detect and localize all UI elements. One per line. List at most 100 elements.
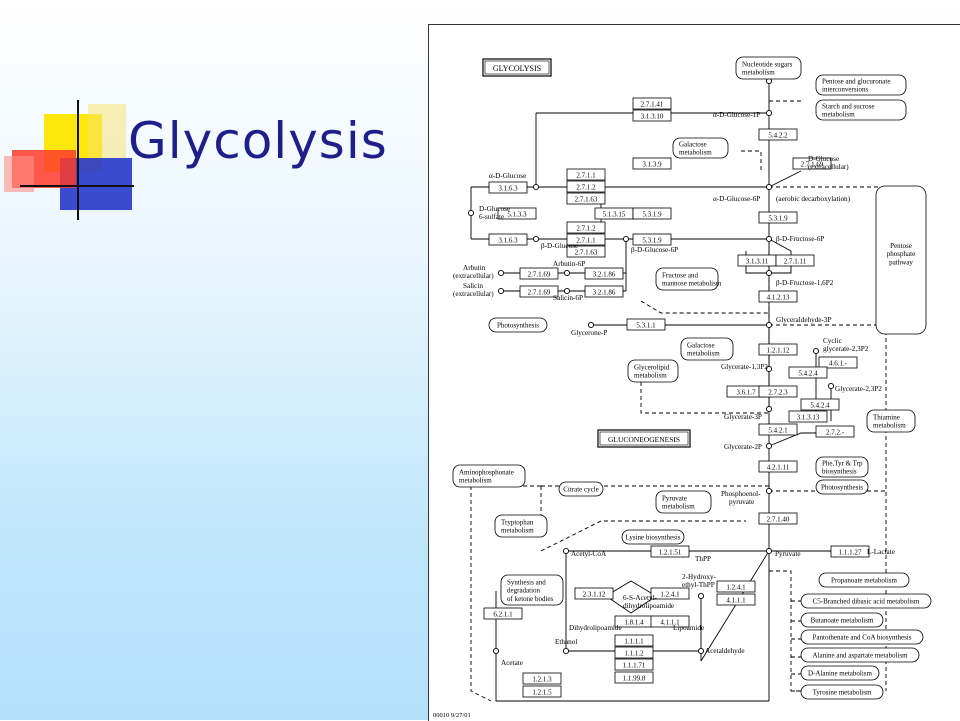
enzyme-label: 5.3.1.9 [642, 237, 662, 245]
enzyme-box: 4.2.1.11 [758, 460, 798, 473]
compound-label: glycerate-2,3P2 [823, 345, 869, 353]
compound-label: D-Glucose [479, 205, 510, 213]
enzyme-rect [626, 318, 666, 331]
enzyme-box: 2.7.1.2 [566, 221, 606, 234]
slide-title: Glycolysis [128, 112, 388, 170]
enzyme-box: 5.3.1.9 [632, 233, 672, 246]
compound-label: β-D-Fructose-1,6P2 [776, 279, 834, 287]
enzyme-rect [758, 385, 798, 398]
enzyme-label: 5.3.1.9 [768, 215, 788, 223]
pathway-label: Tyrosine metabolism [813, 689, 872, 697]
pathway-rect [800, 684, 884, 700]
compound-node [827, 382, 835, 390]
enzyme-box: 5.4.2.2 [758, 128, 798, 141]
enzyme-label: 2.7.1.63 [575, 196, 598, 204]
enzyme-box: 3.1.6.3 [488, 233, 528, 246]
pathway-rect [621, 529, 685, 545]
compound-label: dihydrolipoamide [623, 602, 674, 610]
enzyme-label: 3.2.1.86 [593, 289, 616, 297]
pathway-rect [735, 56, 802, 80]
enzyme-box: 5.4.2.4 [800, 398, 840, 411]
compound-label: 6-S-Acetyl- [623, 594, 658, 602]
enzyme-box: 1.1.1.71 [614, 658, 654, 671]
enzyme-label: 5.3.1.9 [642, 211, 662, 219]
pathway-label: Photosynthesis [821, 484, 863, 492]
pathway-label: Pyruvate [662, 495, 687, 503]
subtitle-box [597, 429, 691, 448]
enzyme-rect [519, 285, 559, 298]
enzyme-label: 3.1.6.3 [498, 185, 518, 193]
pathway-rect [655, 267, 719, 291]
pathway-rect [494, 514, 548, 538]
pathway-label: Tryptophan [501, 519, 534, 527]
enzyme-rect [614, 646, 654, 659]
compound-label: pyruvate [729, 498, 754, 506]
compound-label: β-D-Glucose-6P [631, 246, 678, 254]
compound-label: α-D-Glucose-1P [713, 111, 760, 119]
enzyme-label: 5.4.2.4 [798, 370, 818, 378]
pathway-label: Galactose [679, 141, 707, 149]
enzyme-label: 1.2.4.1 [660, 591, 680, 599]
compound-label: Salicin-6P [553, 294, 583, 302]
enzyme-label: 2.3.1.12 [583, 591, 606, 599]
pathway-label: metabolism [822, 111, 855, 119]
pathway-rect [800, 629, 924, 645]
compound-node [532, 235, 540, 243]
enzyme-rect [792, 157, 832, 170]
compound-label: ethyl-ThPP [682, 581, 715, 589]
enzyme-box: 1.2.1.3 [522, 672, 562, 685]
enzyme-box: 1.1.1.1 [614, 634, 654, 647]
pathway-rect [452, 464, 526, 488]
enzyme-label: 2.7.2.3 [768, 389, 788, 397]
reaction-edge [700, 550, 770, 662]
enzyme-box: 4.1.1.1 [650, 615, 690, 628]
enzyme-box: 2.7.2.3 [758, 385, 798, 398]
compound-label: (extracellular) [453, 290, 494, 298]
enzyme-rect [488, 233, 528, 246]
enzyme-label: 4.1.1.1 [660, 619, 680, 627]
compound-label: β-D-Glucose [541, 242, 578, 250]
compound-node [587, 321, 595, 329]
enzyme-box: 3.1.6.3 [488, 181, 528, 194]
enzyme-label: 4.1.2.13 [767, 294, 790, 302]
enzyme-box: 3.1.3.11 [737, 254, 777, 267]
enzyme-box: 3.1.3.9 [632, 157, 672, 170]
pathway-map-box: C5-Branched dibasic acid metabolism [800, 593, 932, 609]
enzyme-box: 2.7.1.41 [632, 97, 672, 110]
reaction-edge [640, 300, 769, 314]
pathway-label: pathway [889, 258, 913, 266]
enzyme-box: 2.7.1.1 [566, 168, 606, 181]
pathway-rect [488, 317, 548, 333]
enzyme-box: 1.1.1.2 [614, 646, 654, 659]
enzyme-label: 1.1.1.71 [623, 662, 646, 670]
pathway-label: Butanoate metabolism [811, 617, 874, 625]
pathway-rect [800, 647, 920, 663]
enzyme-box: 3.2.1.86 [584, 285, 624, 298]
pathway-rect [866, 409, 916, 433]
enzyme-box: 1.2.4.1 [716, 580, 756, 593]
pathway-map-box: Lysine biosynthesis [621, 529, 685, 545]
enzyme-rect [632, 157, 672, 170]
pathway-map-box: Butanoate metabolism [800, 612, 884, 628]
compound-node [497, 287, 505, 295]
enzyme-label: 2.7.1.1 [576, 237, 596, 245]
pathway-label: Pantothenate and CoA biosynthesis [813, 634, 912, 642]
enzyme-rect [574, 587, 614, 600]
enzyme-rect [519, 267, 559, 280]
compound-node [765, 235, 773, 243]
pathway-label: mannose metabolism [662, 280, 722, 288]
enzyme-box: 5.4.2.1 [758, 423, 798, 436]
enzyme-label: 3.2.1.86 [593, 271, 616, 279]
compound-node [467, 209, 475, 217]
compound-node [563, 287, 571, 295]
enzyme-box: 2.7.1.63 [566, 245, 606, 258]
enzyme-label: 1.2.1.5 [532, 689, 552, 697]
